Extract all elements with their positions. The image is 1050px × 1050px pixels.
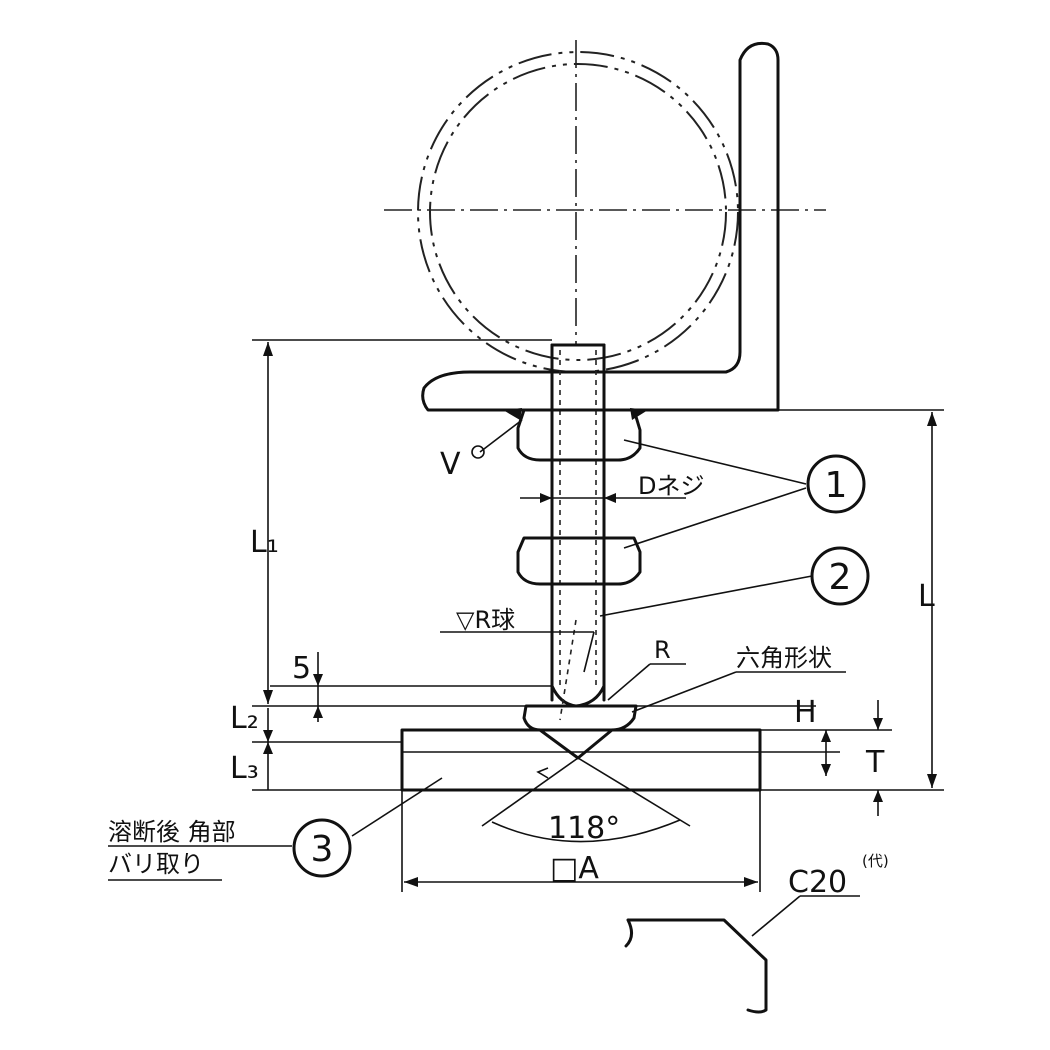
label-L3: L₃ [230,751,259,786]
chamfer-leader [751,895,801,937]
base-plate [400,728,762,792]
extension-lines [252,339,944,892]
dimension-lines [263,342,937,887]
label-note-line1: 溶断後 角部 [108,818,236,846]
hex-head [522,619,638,760]
weld-fillet-left [503,408,522,420]
label-L: L [918,579,935,614]
pipe-phantom [384,40,826,373]
leader-lines [108,419,846,847]
stud-bolt [550,343,606,702]
chamfer-detail [624,918,768,1014]
weld-leader [479,419,523,453]
upper-nut [516,408,642,462]
label-r: R [654,636,671,664]
svg-text:1: 1 [825,465,848,506]
balloon-2: 2 [810,546,870,606]
label-L1: L₁ [250,525,279,560]
balloon-3: 3 [292,818,352,878]
label-hex-shape: 六角形状 [736,644,832,672]
svg-text:2: 2 [829,557,852,598]
label-chamfer-note: (代) [862,852,889,870]
label-L2: L₂ [230,701,259,736]
svg-text:3: 3 [311,829,334,870]
label-d-thread: Dネジ [638,472,704,500]
label-note-line2: バリ取り [108,850,204,878]
label-r-sphere: ▽R球 [456,606,515,634]
label-H: H [794,695,817,730]
angle-118 [481,757,691,843]
label-angle: 118° [548,811,620,846]
label-chamfer: C20 [788,865,847,900]
label-5: 5 [292,651,311,686]
label-square-a: □A [550,851,599,886]
label-T: T [865,745,885,780]
label-weld-symbol: V [440,447,461,482]
balloon-1: 1 [806,454,866,514]
lower-nut [516,536,642,586]
angle-bracket [421,41,780,412]
base-plate-marker [536,767,549,779]
